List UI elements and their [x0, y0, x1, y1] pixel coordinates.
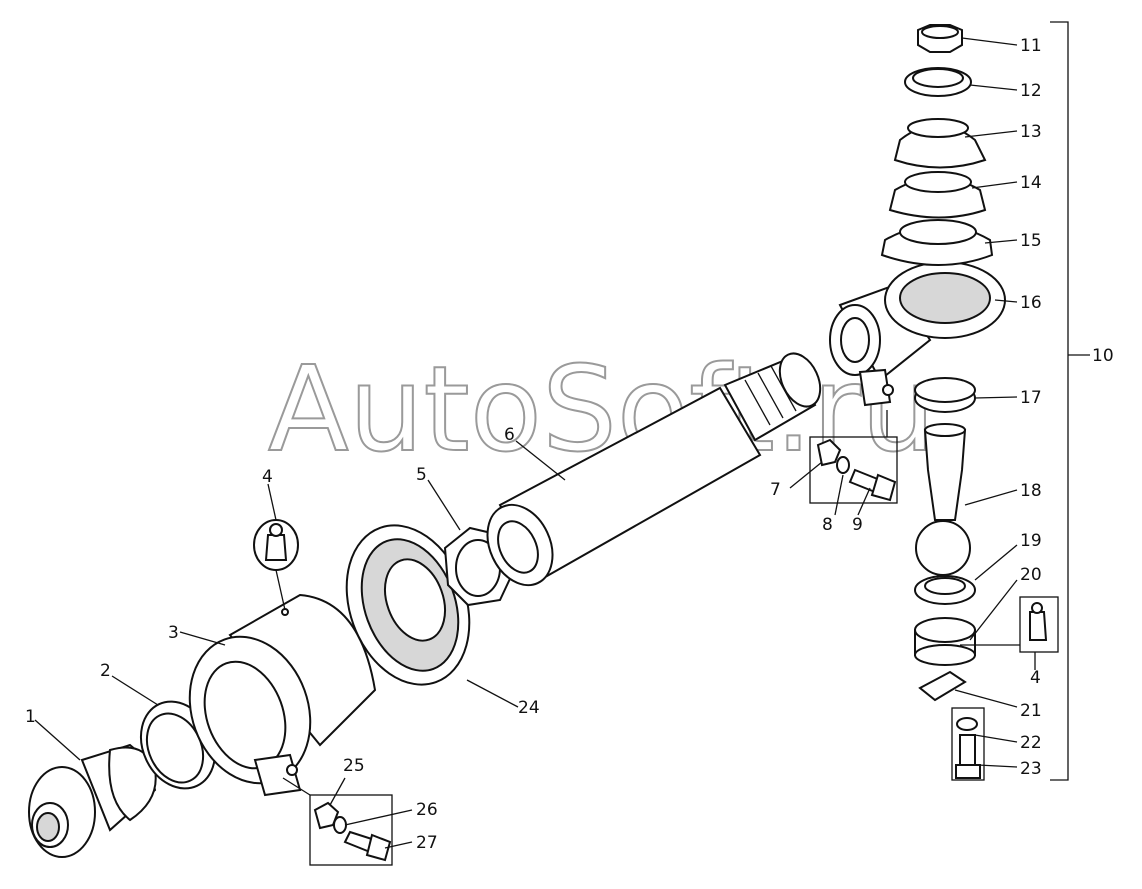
label-14: 14 [1020, 173, 1042, 193]
part-13-cap [893, 118, 987, 169]
part-1-ball-end [28, 743, 157, 858]
label-4-right: 4 [1030, 668, 1041, 688]
part-18-ball-pin [915, 423, 971, 576]
label-20: 20 [1020, 565, 1042, 585]
part-16-rod-end [829, 261, 1006, 407]
part-11-castle-nut [917, 24, 963, 53]
label-15: 15 [1020, 231, 1042, 251]
label-12: 12 [1020, 81, 1042, 101]
part-15-boot [880, 219, 994, 266]
part-14-cap [888, 171, 987, 219]
label-18: 18 [1020, 481, 1042, 501]
label-11: 11 [1020, 36, 1042, 56]
label-2: 2 [100, 661, 111, 681]
part-23-bolt [951, 707, 985, 781]
label-13: 13 [1020, 122, 1042, 142]
part-24-seal [345, 524, 471, 686]
parts-25-26-27-fasteners [309, 794, 393, 866]
part-labels: 1 2 3 4 5 6 7 8 9 10 11 12 13 14 15 16 1… [25, 36, 1114, 853]
part-19-seat [914, 575, 976, 605]
label-17: 17 [1020, 388, 1042, 408]
part-21-lock-plate [918, 670, 967, 702]
label-23: 23 [1020, 759, 1042, 779]
label-3: 3 [168, 623, 179, 643]
label-4-left: 4 [262, 467, 273, 487]
parts-7-8-9-fasteners [809, 436, 898, 504]
label-16: 16 [1020, 293, 1042, 313]
label-9: 9 [852, 515, 863, 535]
bracket-10 [1050, 21, 1069, 781]
label-25: 25 [343, 756, 365, 776]
label-7: 7 [770, 480, 781, 500]
label-10: 10 [1092, 346, 1114, 366]
part-3-clamp-sleeve [188, 593, 377, 797]
label-5: 5 [416, 465, 427, 485]
label-21: 21 [1020, 701, 1042, 721]
part-12-washer [904, 67, 972, 97]
part-17-bushing [914, 377, 976, 413]
label-19: 19 [1020, 531, 1042, 551]
label-27: 27 [416, 833, 438, 853]
label-26: 26 [416, 800, 438, 820]
part-4-grease-fitting-right [1019, 596, 1059, 653]
label-8: 8 [822, 515, 833, 535]
label-22: 22 [1020, 733, 1042, 753]
part-4-grease-fitting-left [253, 519, 299, 571]
part-6-tube [486, 352, 822, 587]
label-24: 24 [518, 698, 540, 718]
label-6: 6 [504, 425, 515, 445]
label-1: 1 [25, 707, 36, 727]
part-20-threaded-plug [914, 617, 976, 666]
part-22-washer [956, 717, 978, 731]
leader-lines [34, 37, 1036, 849]
